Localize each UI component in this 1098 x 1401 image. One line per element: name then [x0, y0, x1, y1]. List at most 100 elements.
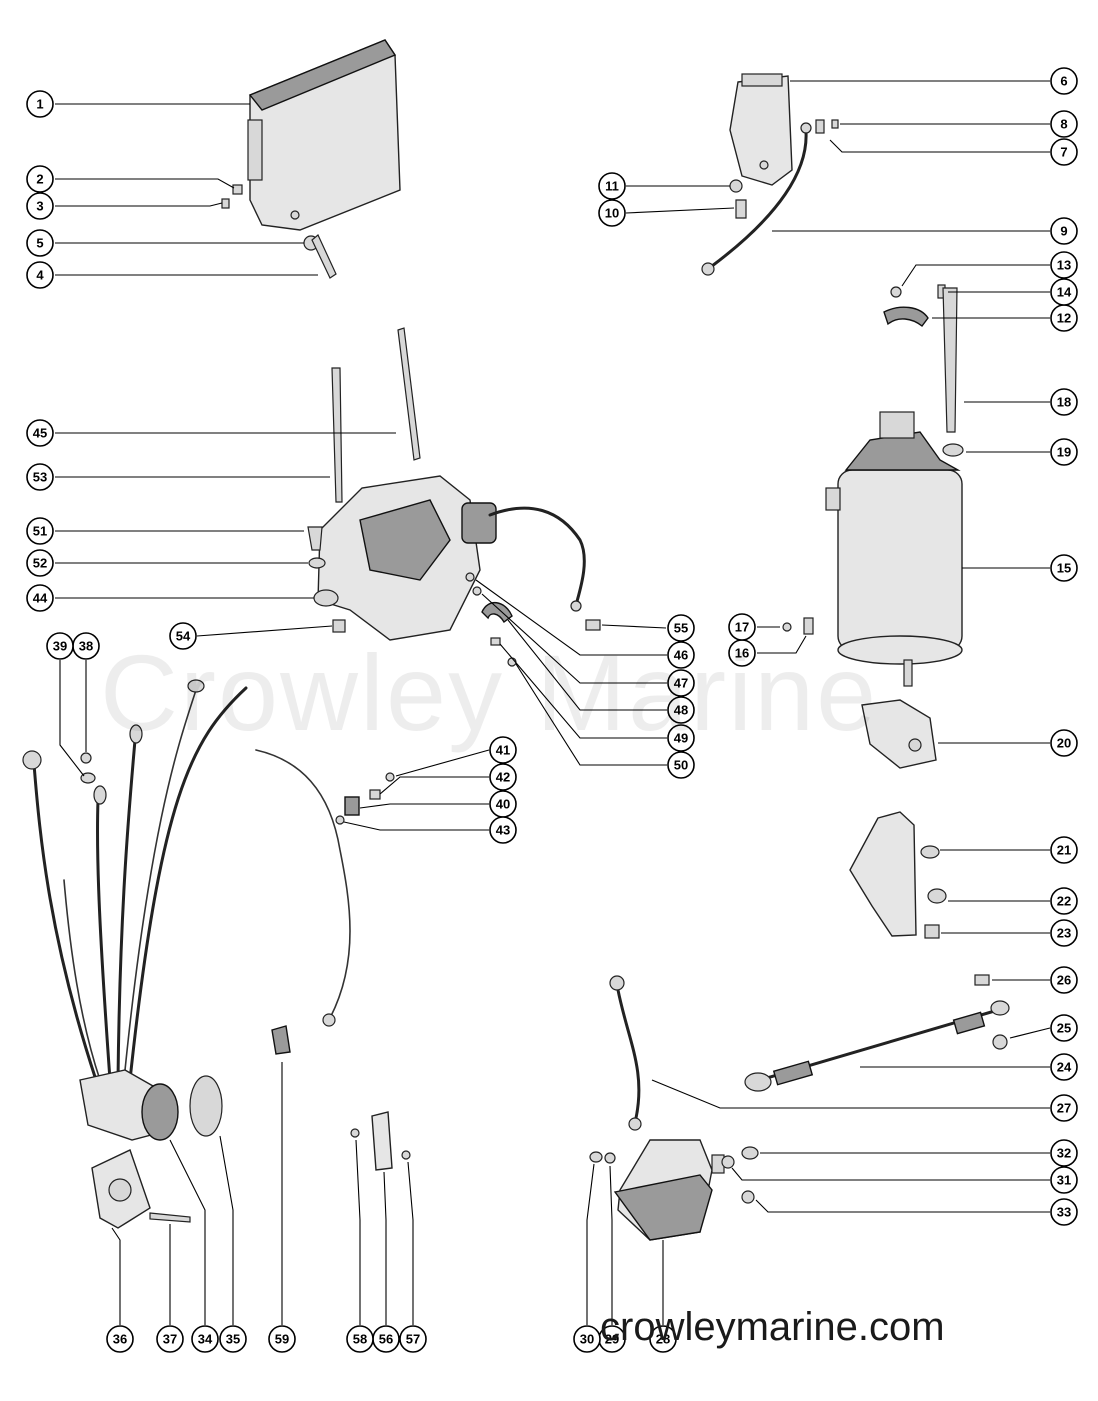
- callout-14: 14: [1050, 278, 1078, 306]
- svg-text:9: 9: [1060, 224, 1067, 239]
- svg-text:16: 16: [735, 646, 749, 661]
- svg-text:42: 42: [496, 770, 510, 785]
- svg-text:15: 15: [1057, 561, 1071, 576]
- callout-31: 31: [1050, 1166, 1078, 1194]
- hardware-7: [815, 119, 825, 134]
- svg-text:12: 12: [1057, 311, 1071, 326]
- svg-text:40: 40: [496, 797, 510, 812]
- callout-19: 19: [1050, 438, 1078, 466]
- lead-wire: [488, 506, 586, 607]
- callout-8: 8: [1050, 110, 1078, 138]
- svg-text:51: 51: [33, 524, 47, 539]
- terminal-56: [371, 1111, 393, 1171]
- callout-54: 54: [169, 622, 197, 650]
- svg-text:59: 59: [275, 1332, 289, 1347]
- clip-48: [481, 602, 513, 624]
- coil-unit-part: [313, 475, 497, 641]
- svg-text:34: 34: [198, 1332, 213, 1347]
- washer-49: [490, 637, 501, 646]
- svg-text:25: 25: [1057, 1021, 1071, 1036]
- svg-text:6: 6: [1060, 74, 1067, 89]
- callout-55: 55: [667, 614, 695, 642]
- washer-31: [721, 1155, 735, 1169]
- clip-55: [585, 619, 601, 631]
- callout-24: 24: [1050, 1053, 1078, 1081]
- svg-text:53: 53: [33, 470, 47, 485]
- svg-text:2: 2: [36, 172, 43, 187]
- leader-lines: [55, 80, 1051, 1325]
- clamp-12: [883, 306, 929, 327]
- bolt-18: [942, 287, 958, 433]
- callout-11: 11: [598, 172, 626, 200]
- svg-text:10: 10: [605, 206, 619, 221]
- callout-20: 20: [1050, 729, 1078, 757]
- connector-59: [271, 1025, 291, 1055]
- callout-17: 17: [728, 613, 756, 641]
- callout-48: 48: [667, 696, 695, 724]
- nut-23: [924, 924, 940, 939]
- callout-21: 21: [1050, 836, 1078, 864]
- callout-47: 47: [667, 669, 695, 697]
- svg-text:39: 39: [53, 639, 67, 654]
- callout-43: 43: [489, 816, 517, 844]
- svg-text:11: 11: [605, 179, 619, 194]
- callout-2: 2: [26, 165, 54, 193]
- svg-text:1: 1: [36, 97, 43, 112]
- svg-text:43: 43: [496, 823, 510, 838]
- callout-7: 7: [1050, 138, 1078, 166]
- callout-9: 9: [1050, 217, 1078, 245]
- hardware-8: [831, 119, 839, 129]
- callout-18: 18: [1050, 388, 1078, 416]
- callout-45: 45: [26, 419, 54, 447]
- washer-11: [729, 179, 743, 193]
- washer-39: [80, 772, 96, 784]
- svg-text:49: 49: [674, 731, 688, 746]
- svg-text:38: 38: [79, 639, 93, 654]
- callout-30: 30: [573, 1325, 601, 1353]
- parts-illustrations: [22, 39, 1010, 1241]
- callout-13: 13: [1050, 251, 1078, 279]
- washer-46: [465, 572, 475, 582]
- callout-56: 56: [372, 1325, 400, 1353]
- bracket-21: [849, 811, 917, 937]
- callout-32: 32: [1050, 1139, 1078, 1167]
- callout-26: 26: [1050, 966, 1078, 994]
- callout-16: 16: [728, 639, 756, 667]
- washer-47: [472, 586, 482, 596]
- svg-text:7: 7: [1060, 145, 1067, 160]
- callout-41: 41: [489, 736, 517, 764]
- screw-41: [385, 772, 395, 782]
- washer-19: [942, 443, 964, 457]
- svg-text:22: 22: [1057, 894, 1071, 909]
- svg-text:45: 45: [33, 426, 47, 441]
- hardware-17: [782, 622, 792, 632]
- svg-text:30: 30: [580, 1332, 594, 1347]
- callout-1: 1: [26, 90, 54, 118]
- callout-28: 28: [649, 1325, 677, 1353]
- callout-6: 6: [1050, 67, 1078, 95]
- callout-10: 10: [598, 199, 626, 227]
- screw-57: [401, 1150, 411, 1160]
- callout-33: 33: [1050, 1198, 1078, 1226]
- screw-53: [331, 367, 343, 503]
- callout-3: 3: [26, 192, 54, 220]
- svg-text:21: 21: [1057, 843, 1071, 858]
- svg-text:31: 31: [1057, 1173, 1071, 1188]
- callout-29: 29: [598, 1325, 626, 1353]
- callout-52: 52: [26, 549, 54, 577]
- callout-27: 27: [1050, 1094, 1078, 1122]
- svg-text:20: 20: [1057, 736, 1071, 751]
- hardware-16: [803, 617, 814, 635]
- terminal-block-40: [344, 796, 360, 816]
- callout-37: 37: [156, 1325, 184, 1353]
- svg-text:37: 37: [163, 1332, 177, 1347]
- callout-57: 57: [399, 1325, 427, 1353]
- washer-43: [335, 815, 345, 825]
- watermark: Crowley Marine: [100, 632, 879, 753]
- callout-58: 58: [346, 1325, 374, 1353]
- svg-text:4: 4: [36, 268, 44, 283]
- washer-29: [604, 1152, 616, 1164]
- callout-35: 35: [219, 1325, 247, 1353]
- nut-32: [741, 1146, 759, 1160]
